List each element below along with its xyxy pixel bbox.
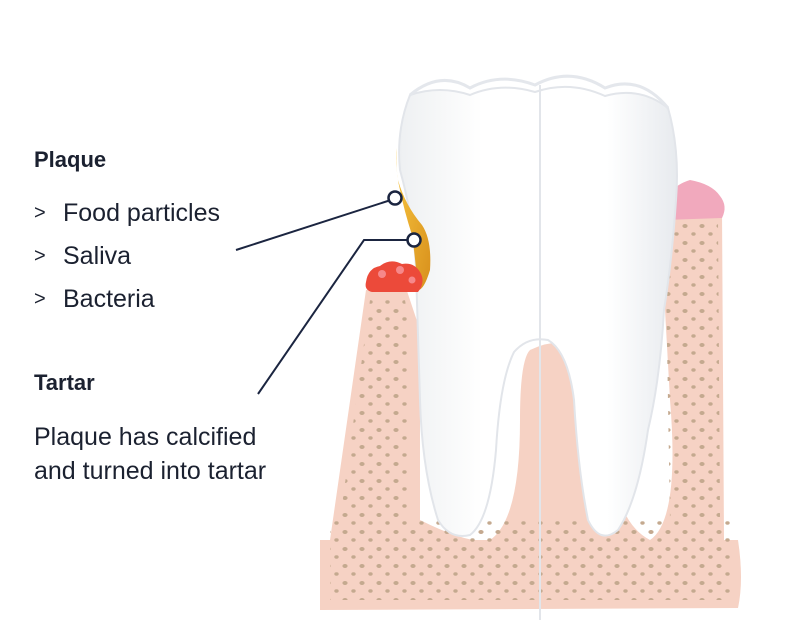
tartar-callout-dot	[406, 232, 422, 248]
list-item-label: Food particles	[63, 199, 221, 227]
bone-texture-left	[340, 300, 410, 520]
plaque-callout-dot	[387, 190, 403, 206]
tartar-callout-line	[257, 239, 410, 395]
bone-texture	[330, 520, 730, 600]
chevron-icon: >	[34, 245, 46, 267]
plaque-items: > Food particles > Saliva > Bacteria	[34, 198, 220, 327]
plaque-callout-line	[235, 198, 395, 251]
tartar-bump	[408, 276, 416, 284]
list-item: > Saliva	[34, 241, 220, 284]
list-item: > Food particles	[34, 198, 220, 241]
tartar-bump	[378, 270, 386, 278]
jaw-bone	[330, 210, 724, 541]
tooth-cusps	[409, 74, 670, 109]
tartar-description: Plaque has calcified and turned into tar…	[34, 420, 266, 488]
bone-texture-right	[665, 220, 720, 520]
chevron-icon: >	[34, 288, 46, 310]
tartar-deposit	[365, 261, 423, 292]
tartar-description-line: Plaque has calcified	[34, 423, 257, 451]
list-item-label: Saliva	[63, 242, 132, 270]
chevron-icon: >	[34, 202, 46, 224]
tartar-description-line: and turned into tartar	[34, 457, 267, 485]
tartar-bump	[396, 266, 404, 274]
plaque-heading: Plaque	[34, 147, 107, 172]
tartar-heading: Tartar	[34, 370, 95, 395]
list-item-label: Bacteria	[63, 285, 155, 313]
plaque-deposit	[396, 148, 431, 290]
tooth-body	[398, 85, 678, 537]
list-item: > Bacteria	[34, 284, 220, 327]
